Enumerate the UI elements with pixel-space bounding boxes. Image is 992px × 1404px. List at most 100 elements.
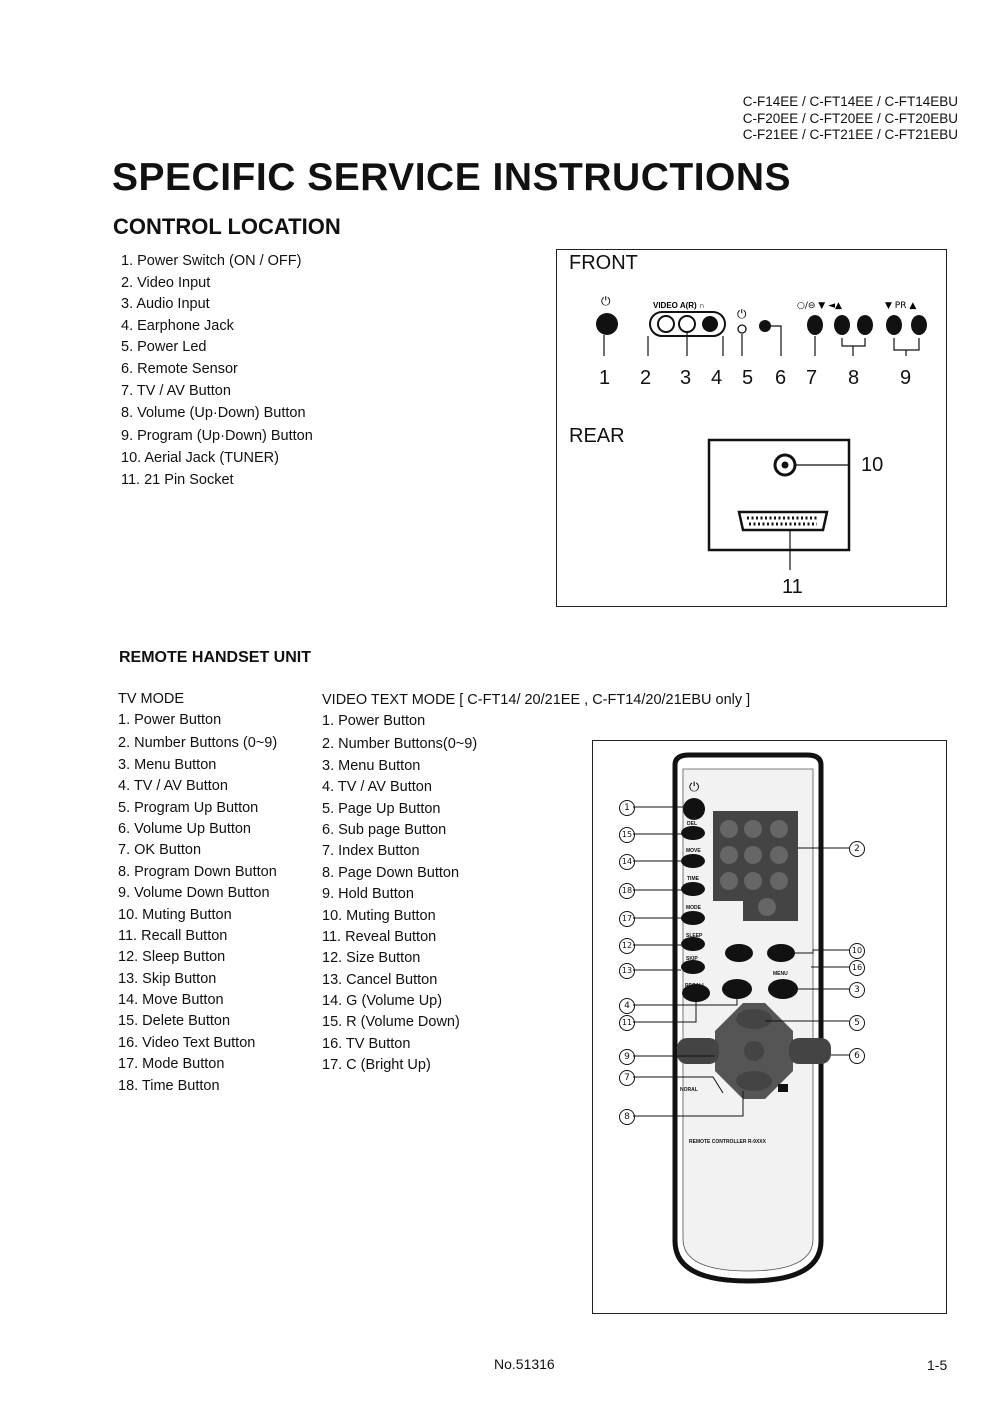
recall-button-icon [682,984,710,1002]
number-pad [713,811,798,921]
callout-number: 5 [742,367,754,389]
remote-section-title: REMOTE HANDSET UNIT [119,649,311,666]
callout-label: 8 [619,1109,635,1125]
list-item: 1. Power Switch (ON / OFF) [121,253,302,269]
list-item: 17. Mode Button [118,1056,225,1073]
list-item: 5. Program Up Button [118,799,259,816]
list-item: 11. Reveal Button [322,928,437,945]
svg-text:RECALL: RECALL [685,983,705,989]
callout-label: 7 [619,1070,635,1086]
time-button-icon [681,882,705,896]
callout-label: 11 [619,1015,635,1031]
list-item: 3. Menu Button [118,756,217,773]
list-item: 5. Power Led [121,339,207,356]
list-item: 15. R (Volume Down) [322,1014,460,1031]
front-panel-drawing: ⏻ VIDEO A(R) ∩ ⏻ ○/⊖ ▼ ◄▲ ▼ PR ▲ [596,294,927,356]
ok-button-icon [744,1041,764,1061]
list-item: 6. Sub page Button [322,821,447,838]
list-item: 9. Program (Up·Down) Button [121,428,313,445]
callout-label: 9 [619,1049,635,1065]
callout-number: 6 [775,367,787,389]
rear-panel-frame [707,438,851,552]
callout-number: 9 [900,367,912,389]
list-item: 3. Audio Input [121,296,210,313]
earphone-jack-icon [702,316,718,332]
callout-label: 14 [619,854,635,870]
list-item: 4. Earphone Jack [121,317,234,334]
volume-up-button-icon [857,315,873,335]
list-item: 12. Size Button [322,950,421,967]
tv-av-button-icon [722,979,752,999]
section-title: CONTROL LOCATION [113,214,341,239]
program-up-button-icon [911,315,927,335]
list-item: 13. Cancel Button [322,971,438,988]
list-item: 8. Program Down Button [118,863,277,880]
callout-label: 4 [619,998,635,1014]
svg-text:MODE: MODE [686,905,702,911]
list-item: 6. Volume Up Button [118,820,251,837]
list-item: 6. Remote Sensor [121,360,238,377]
callout-label: 15 [619,827,635,843]
list-item: 1. Power Button [322,713,426,730]
callout-label: 6 [849,1048,865,1064]
video-jack-icon [657,315,675,333]
program-up-button-icon [736,1009,772,1029]
list-item: 7. TV / AV Button [121,382,231,399]
callout-label: 16 [849,960,865,976]
model-line: C-F21EE / C-FT21EE / C-FT21EBU [742,127,958,142]
led-symbol-icon: ⏻ [737,307,747,321]
list-item: 8. Volume (Up·Down) Button [121,405,306,422]
list-item: 12. Sleep Button [118,949,226,966]
rear-panel-drawing [707,438,851,570]
mode-button-icon [681,911,705,925]
callout-label: 5 [849,1015,865,1031]
callout-label: 1 [619,800,635,816]
list-item: 14. G (Volume Up) [322,993,443,1010]
svg-text:MENU: MENU [773,971,788,977]
list-item: 14. Move Button [118,992,224,1009]
rear-label: REAR [569,425,625,447]
volume-down-button-icon [677,1038,719,1064]
callout-label: 12 [619,938,635,954]
list-item: 4. TV / AV Button [322,779,432,796]
remote-drawing: ⏻ DEL MOVE TIME MODE SLEEP SKIP RECALL M… [633,752,849,1284]
callout-label: 13 [619,963,635,979]
skip-button-icon [681,960,705,974]
svg-text:DEL: DEL [687,821,697,827]
video-text-mode-list: VIDEO TEXT MODE [ C-FT14/ 20/21EE , C-FT… [322,690,750,1077]
list-item: 13. Skip Button [118,970,217,987]
front-label: FRONT [569,252,638,274]
list-item: 2. Video Input [121,274,211,291]
list-item: 3. Menu Button [322,757,421,774]
list-item: 7. OK Button [118,842,202,859]
list-item: 11. Recall Button [118,927,228,944]
svg-text:NORAL: NORAL [680,1087,698,1093]
callout-number: 8 [848,367,860,389]
callout-number: 10 [861,454,884,476]
video-text-button-icon [725,944,753,962]
list-item: 4. TV / AV Button [118,778,228,795]
list-item: 10. Muting Button [118,906,232,923]
list-item: 10. Aerial Jack (TUNER) [121,450,279,467]
callout-label: 3 [849,982,865,998]
callout-number: 3 [680,367,692,389]
remote-diagram: ⏻ DEL MOVE TIME MODE SLEEP SKIP RECALL M… [592,740,947,1314]
panel-diagram: FRONT ⏻ VIDEO A(R) ∩ ⏻ ○/⊖ ▼ ◄▲ ▼ PR ▲ [556,249,947,607]
model-list: C-F14EE / C-FT14EE / C-FT14EBU C-F20EE /… [743,94,958,144]
model-line: C-F20EE / C-FT20EE / C-FT20EBU [742,110,958,126]
remote-sensor-icon [759,320,771,332]
menu-button-icon [768,979,798,999]
list-item: 1. Power Button [118,712,222,729]
list-item: 8. Page Down Button [322,864,460,881]
callout-number: 1 [599,367,611,389]
model-line: C-F14EE / C-FT14EE / C-FT14EBU [742,94,958,109]
power-led-icon [737,324,747,334]
list-item: 2. Number Buttons (0~9) [118,734,278,751]
list-heading: TV MODE [118,691,185,707]
tv-mode-list: TV MODE 1. Power Button 2. Number Button… [118,689,277,1097]
list-item: 15. Delete Button [118,1013,231,1030]
callout-number: 11 [782,576,803,598]
delete-button-icon [681,826,705,840]
power-switch-icon [596,313,618,335]
callout-label: 18 [619,883,635,899]
